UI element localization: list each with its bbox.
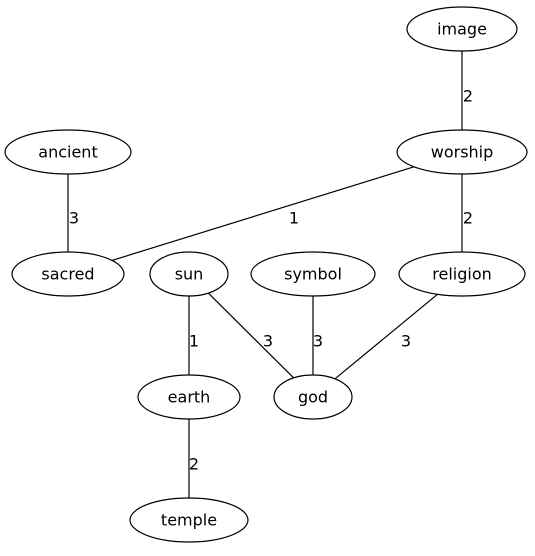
edge-worship-sacred — [111, 166, 415, 261]
node-label: god — [298, 388, 328, 407]
node-worship: worship — [396, 129, 528, 175]
edge-weight-label: 3 — [263, 332, 273, 351]
node-label: sacred — [41, 265, 94, 284]
node-ellipse — [273, 374, 353, 420]
node-ellipse — [11, 251, 125, 297]
edge-weight-label: 3 — [401, 332, 411, 351]
edge-weight-label: 1 — [189, 332, 199, 351]
node-earth: earth — [137, 374, 241, 420]
edge-weight-label: 2 — [463, 87, 473, 106]
node-ancient: ancient — [4, 129, 132, 175]
edge-weight-label: 3 — [69, 209, 79, 228]
edge-layer: 2 3 1 2 1 3 3 3 2 — [67, 51, 473, 498]
node-religion: religion — [398, 251, 526, 297]
node-temple: temple — [129, 497, 249, 543]
node-god: god — [273, 374, 353, 420]
edge-weight-label: 2 — [463, 209, 473, 228]
edge-weight-label: 1 — [289, 209, 299, 228]
node-label: religion — [432, 265, 492, 284]
node-ellipse — [406, 6, 518, 52]
node-label: temple — [161, 511, 217, 530]
node-label: ancient — [38, 143, 97, 162]
node-ellipse — [4, 129, 132, 175]
node-label: sun — [175, 265, 204, 284]
edge-sun-god — [207, 292, 295, 379]
node-ellipse — [396, 129, 528, 175]
edge-religion-god — [334, 293, 438, 380]
node-label: symbol — [284, 265, 342, 284]
node-ellipse — [129, 497, 249, 543]
node-ellipse — [137, 374, 241, 420]
node-ellipse — [398, 251, 526, 297]
node-sun: sun — [149, 251, 229, 297]
node-label: earth — [168, 388, 211, 407]
edge-weight-label: 3 — [313, 332, 323, 351]
node-sacred: sacred — [11, 251, 125, 297]
node-image: image — [406, 6, 518, 52]
node-label: image — [437, 20, 487, 39]
edge-weight-label: 2 — [189, 455, 199, 474]
node-ellipse — [149, 251, 229, 297]
node-symbol: symbol — [250, 251, 376, 297]
node-layer: image worship ancient sacred sun symbol religi… — [4, 6, 528, 543]
node-ellipse — [250, 251, 376, 297]
node-label: worship — [431, 143, 494, 162]
